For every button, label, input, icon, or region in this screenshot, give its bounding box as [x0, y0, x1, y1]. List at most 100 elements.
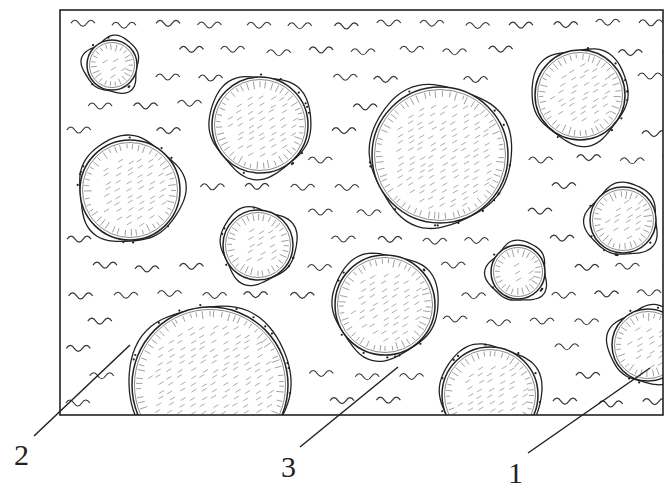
matrix-wave — [355, 374, 379, 380]
leader-line — [528, 368, 650, 453]
matrix-wave — [203, 292, 227, 298]
matrix-wave — [577, 155, 601, 161]
matrix-wave — [462, 293, 486, 299]
matrix-wave — [554, 22, 578, 28]
matrix-wave — [423, 238, 447, 244]
coated-particle — [81, 35, 139, 93]
frame — [60, 10, 663, 415]
matrix-wave — [353, 104, 377, 110]
matrix-wave — [400, 46, 424, 52]
matrix-wave — [331, 236, 355, 242]
matrix-wave — [420, 20, 444, 26]
matrix-wave — [290, 292, 314, 298]
leader-line — [34, 345, 130, 436]
matrix-wave — [595, 291, 619, 297]
matrix-area — [66, 19, 663, 415]
matrix-wave — [221, 46, 245, 52]
matrix-wave — [464, 77, 488, 83]
matrix-wave — [178, 100, 202, 106]
matrix-wave — [555, 344, 579, 350]
matrix-wave — [550, 235, 574, 241]
matrix-wave — [615, 263, 639, 269]
coated-particle — [532, 47, 628, 147]
matrix-wave — [71, 20, 95, 26]
coated-particle — [332, 253, 438, 361]
matrix-wave — [465, 237, 489, 243]
matrix-wave — [618, 50, 642, 56]
matrix-wave — [552, 183, 576, 189]
matrix-wave — [575, 319, 599, 325]
matrix-wave — [90, 373, 114, 379]
matrix-wave — [642, 131, 663, 137]
matrix-wave — [529, 157, 553, 163]
matrix-wave — [489, 46, 513, 52]
coated-particle — [485, 240, 547, 300]
coated-particle — [209, 73, 311, 179]
matrix-wave — [245, 183, 269, 189]
matrix-wave — [247, 22, 271, 28]
coated-particle — [584, 182, 658, 256]
matrix-wave — [158, 291, 182, 297]
matrix-wave — [69, 293, 93, 299]
matrix-wave — [374, 76, 398, 82]
matrix-wave — [639, 20, 663, 26]
matrix-wave — [267, 50, 291, 56]
matrix-wave — [552, 292, 576, 298]
matrix-wave — [400, 374, 424, 380]
matrix-wave — [309, 371, 333, 377]
matrix-wave — [157, 128, 181, 134]
matrix-wave — [332, 128, 356, 134]
matrix-wave — [200, 184, 224, 190]
matrix-wave — [197, 22, 221, 28]
matrix-wave — [553, 398, 577, 404]
coated-particle — [369, 84, 512, 228]
matrix-wave — [620, 158, 644, 164]
matrix-wave — [351, 49, 375, 55]
matrix-wave — [88, 103, 112, 109]
matrix-wave — [377, 20, 401, 26]
matrix-wave — [179, 263, 203, 269]
matrix-wave — [638, 73, 662, 79]
coated-particle — [439, 344, 542, 415]
matrix-wave — [376, 397, 400, 403]
matrix-wave — [335, 185, 359, 191]
matrix-wave — [180, 46, 204, 52]
matrix-wave — [308, 264, 332, 270]
matrix-wave — [378, 236, 402, 242]
matrix-wave — [466, 22, 490, 28]
matrix-wave — [575, 264, 599, 270]
matrix-wave — [156, 74, 180, 80]
matrix-wave — [443, 49, 467, 55]
callout-number: 3 — [281, 452, 296, 482]
matrix-wave — [66, 345, 90, 351]
matrix-wave — [528, 208, 552, 214]
matrix-wave — [309, 47, 333, 53]
coated-particle — [129, 304, 291, 415]
matrix-wave — [244, 292, 268, 298]
matrix-wave — [199, 75, 223, 81]
matrix-wave — [643, 399, 663, 405]
matrix-wave — [308, 157, 332, 163]
matrix-wave — [114, 292, 138, 298]
matrix-wave — [357, 210, 381, 216]
matrix-wave — [596, 19, 620, 25]
matrix-wave — [443, 316, 467, 322]
matrix-wave — [134, 103, 158, 109]
matrix-wave — [333, 74, 357, 80]
matrix-wave — [308, 209, 332, 215]
callout-number: 1 — [508, 458, 523, 488]
matrix-wave — [530, 318, 554, 324]
coated-particle — [606, 304, 663, 384]
matrix-wave — [93, 262, 117, 268]
matrix-wave — [330, 398, 354, 404]
matrix-wave — [291, 184, 315, 190]
matrix-wave — [334, 23, 358, 29]
matrix-wave — [637, 290, 661, 296]
matrix-wave — [67, 236, 91, 242]
matrix-wave — [288, 23, 312, 29]
matrix-wave — [487, 320, 511, 326]
matrix-wave — [576, 372, 600, 378]
matrix-wave — [67, 127, 91, 133]
matrix-wave — [135, 266, 159, 272]
